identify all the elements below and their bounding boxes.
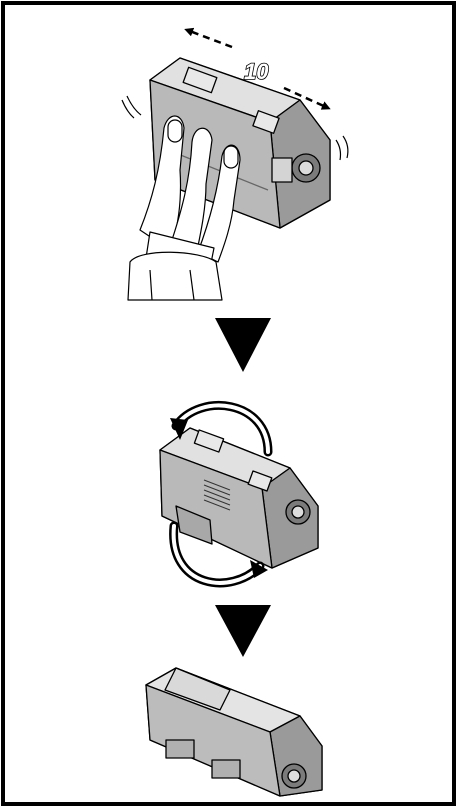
shake-count-label: 10: [244, 59, 269, 84]
